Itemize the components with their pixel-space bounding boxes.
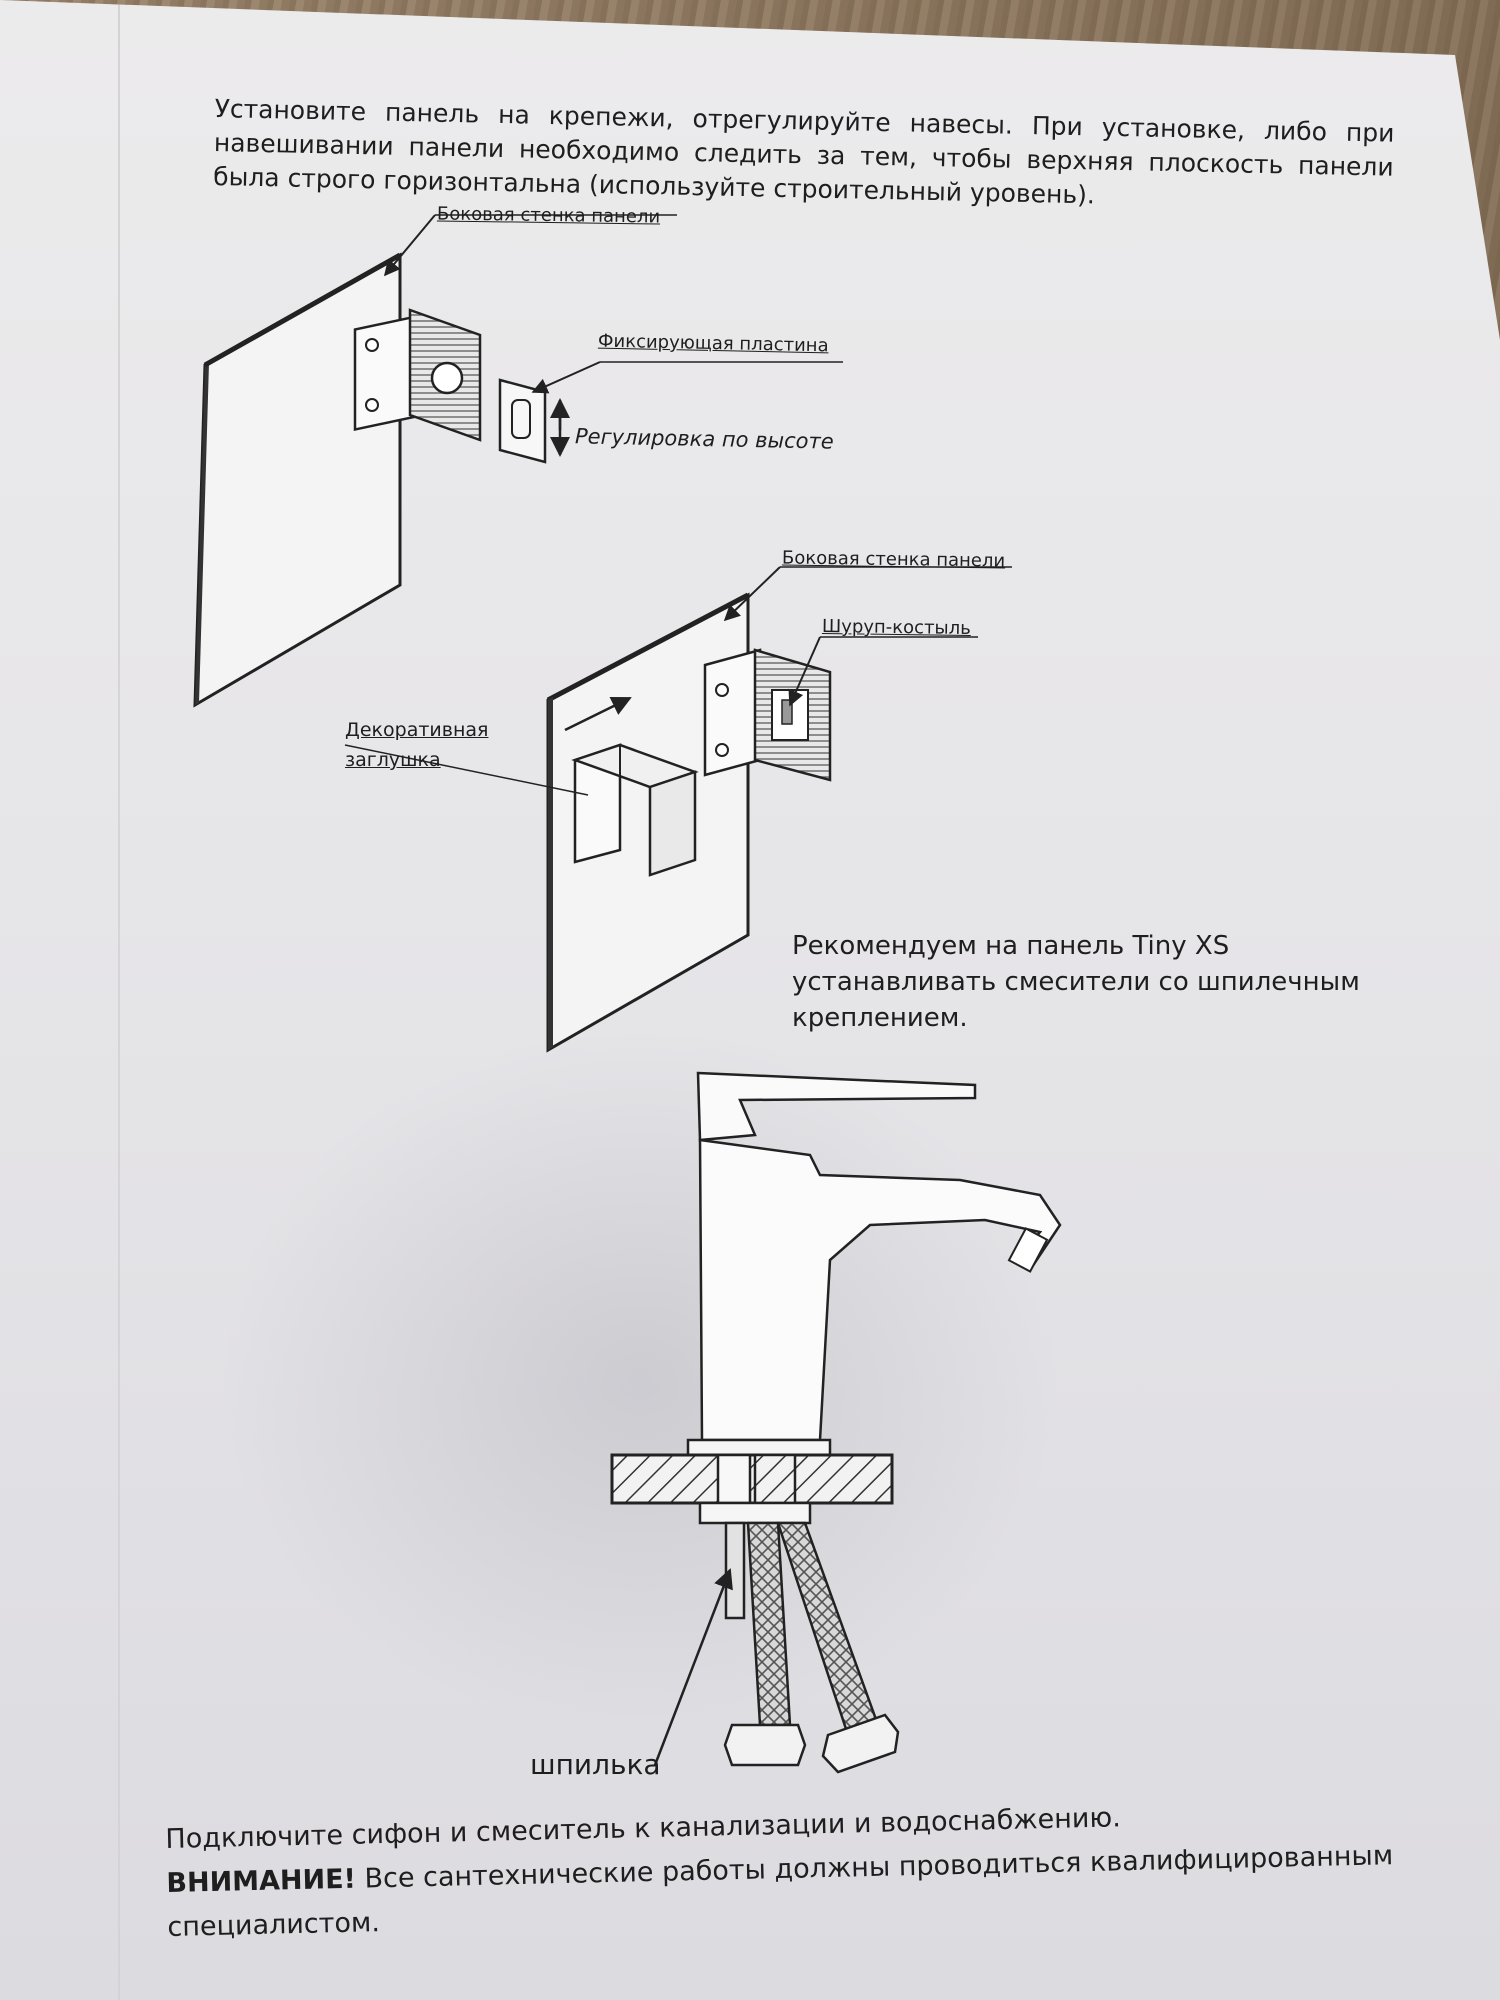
label-lag-screw: Шуруп-костыль <box>821 615 971 640</box>
faucet-handle <box>696 1071 977 1142</box>
paper-fold-line <box>118 0 120 2000</box>
recommendation-text: Рекомендуем на панель Tiny XS устанавлив… <box>792 931 1360 1033</box>
hanging-bracket-1 <box>353 308 482 442</box>
label-decorative-cap-line2: заглушка <box>345 749 441 771</box>
side-wall-panel-1 <box>193 252 402 708</box>
faucet-diagram <box>610 1071 1062 1774</box>
label-decorative-cap: Декоративная заглушка <box>345 715 488 775</box>
label-side-wall-2: Боковая стенка панели <box>781 547 1006 572</box>
faucet-body <box>698 1138 1062 1442</box>
hose-right <box>776 1521 880 1737</box>
decorative-cap <box>571 743 699 877</box>
hose-left <box>746 1521 792 1727</box>
warning-label: ВНИМАНИЕ! <box>166 1863 357 1899</box>
hanging-bracket-2 <box>703 648 832 782</box>
panel-bracket-diagram <box>193 214 843 708</box>
lag-screw-icon <box>781 699 793 725</box>
countertop-section <box>610 1453 894 1505</box>
fixing-plate <box>498 378 547 464</box>
panel-cap-diagram <box>344 566 1012 1053</box>
label-side-wall-1: Боковая стенка панели <box>436 203 661 228</box>
label-decorative-cap-line1: Декоративная <box>345 719 489 741</box>
label-stud: шпилька <box>530 1748 661 1781</box>
